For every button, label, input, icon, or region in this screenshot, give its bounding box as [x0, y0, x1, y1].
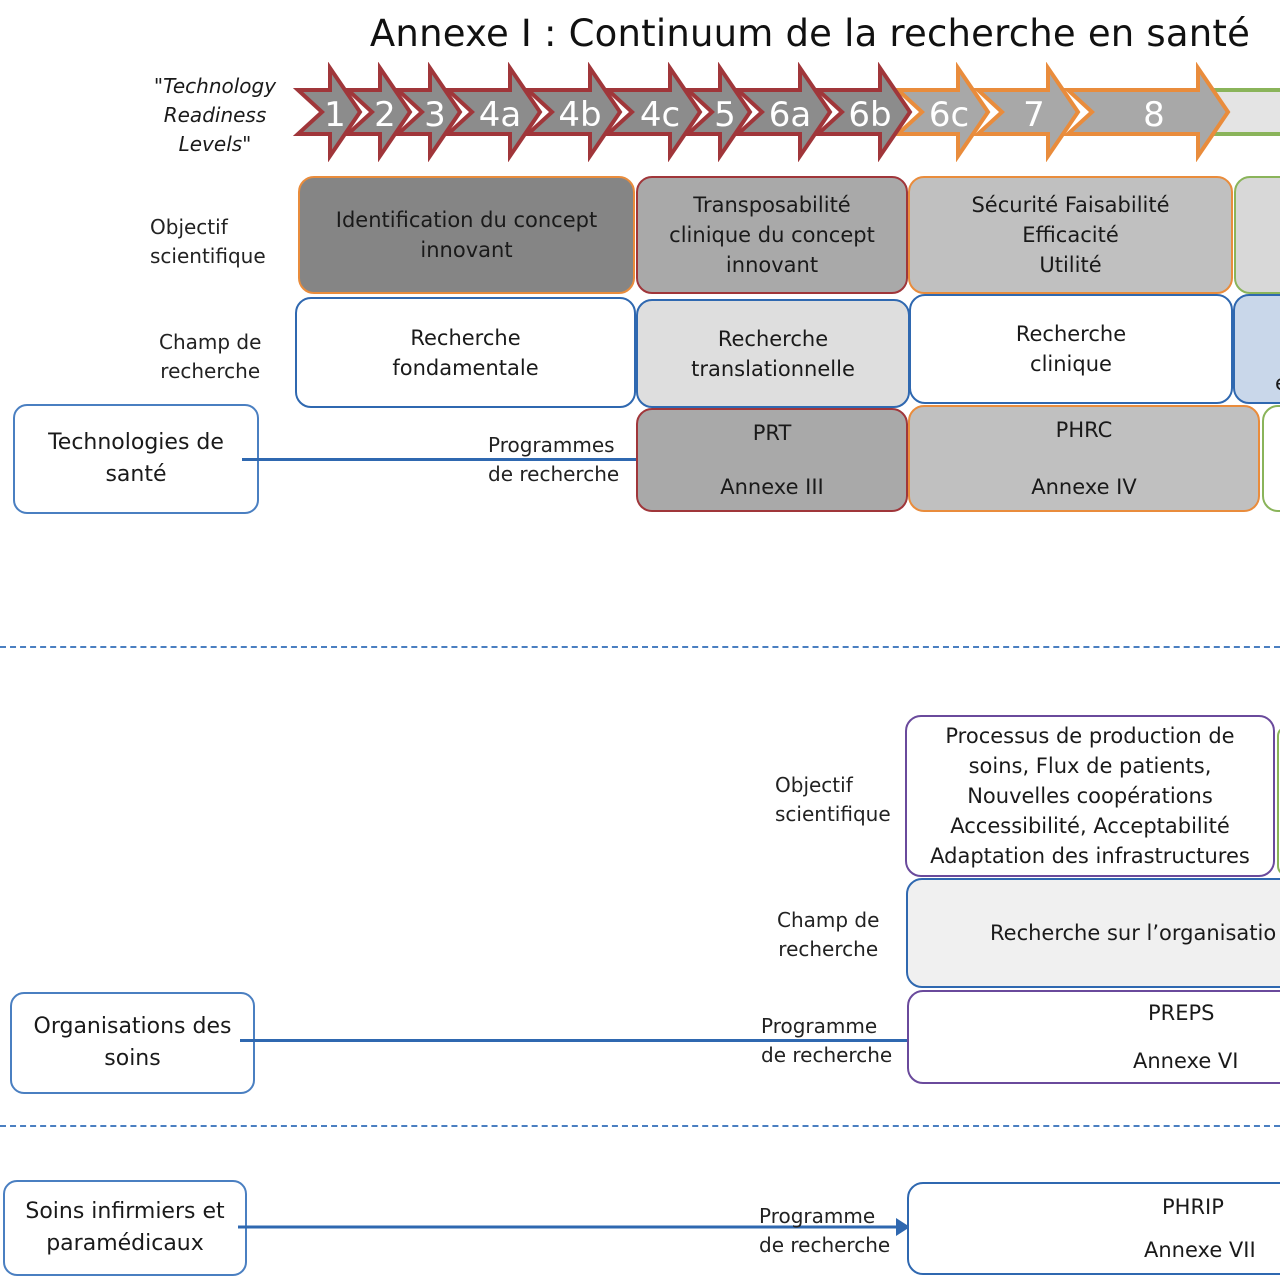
section-divider-1	[0, 646, 1280, 648]
programme-phrip: PHRIP Annexe VII	[907, 1182, 1280, 1275]
trl-arrow-6c	[892, 62, 991, 162]
objectif-next	[1234, 176, 1280, 294]
trl-step-label: 6c	[929, 95, 969, 135]
org-objectif-box: Processus de production de soins, Flux d…	[905, 715, 1275, 877]
trl-step-label: 4b	[558, 95, 601, 135]
trl-step-label: 4c	[640, 95, 680, 135]
trl-arrow-8	[1062, 62, 1231, 162]
preps-annexe: Annexe VI	[1133, 1049, 1239, 1073]
trl-step-label: 7	[1023, 95, 1045, 135]
programme-phrc: PHRC Annexe IV	[908, 405, 1260, 512]
programme-next	[1262, 405, 1280, 512]
soins-infirmiers-box: Soins infirmiers et paramédicaux	[3, 1180, 247, 1276]
trl-arrow-2	[342, 62, 413, 162]
trl-arrow-6b	[812, 62, 913, 162]
objectif-transposabilite: Transposabilité clinique du concept inno…	[636, 176, 908, 294]
preps-name: PREPS	[1148, 1001, 1215, 1025]
trl-arrow-7	[972, 62, 1081, 162]
phrip-annexe: Annexe VII	[1144, 1238, 1256, 1262]
trl-step-label: 4a	[479, 95, 521, 135]
champ-clinique: Recherche clinique	[909, 294, 1233, 404]
phrc-annexe: Annexe IV	[1031, 475, 1137, 499]
programme-prt: PRT Annexe III	[636, 408, 908, 512]
champ-translationnelle: Recherche translationnelle	[636, 299, 910, 408]
trl-arrow-6a	[732, 62, 833, 162]
champ-next-fragment: e	[1275, 368, 1280, 398]
tech-connector-line	[242, 458, 638, 461]
trl-arrow-4a	[442, 62, 543, 162]
org-champ-box: Recherche sur l’organisatio	[906, 878, 1280, 988]
soins-programme-label: Programme de recherche	[759, 1204, 891, 1257]
technologies-de-sante-box: Technologies de santé	[13, 404, 259, 514]
soins-connector-arrow	[238, 1218, 910, 1236]
champ-fondamentale: Recherche fondamentale	[295, 297, 636, 408]
trl-arrow-1	[292, 62, 363, 162]
trl-step-label: 3	[424, 95, 446, 135]
trl-arrow-4b	[522, 62, 623, 162]
org-connector-line	[240, 1039, 1280, 1042]
prt-annexe: Annexe III	[720, 475, 824, 499]
organisations-des-soins-box: Organisations des soins	[10, 992, 255, 1094]
org-champ-text: Recherche sur l’organisatio	[990, 921, 1277, 945]
trl-step-label: 2	[374, 95, 396, 135]
trl-step-label: 8	[1143, 95, 1165, 135]
trl-arrow-3	[392, 62, 463, 162]
phrip-name: PHRIP	[1162, 1195, 1224, 1219]
champ-next: e	[1233, 294, 1280, 404]
trl-label: "Technology Readiness Levels"	[153, 74, 277, 156]
org-programme-label: Programme de recherche	[761, 1014, 893, 1067]
prt-name: PRT	[752, 421, 792, 445]
objectif-securite: Sécurité Faisabilité Efficacité Utilité	[908, 176, 1233, 294]
trl-step-label: 5	[714, 95, 736, 135]
org-champ-label: Champ de recherche	[777, 908, 880, 961]
objectif-identification: Identification du concept innovant	[298, 176, 635, 294]
trl-arrow-4c	[602, 62, 703, 162]
phrc-name: PHRC	[1055, 418, 1113, 442]
trl-step-label: 6b	[848, 95, 891, 135]
trl-step-label: 6a	[769, 95, 811, 135]
org-objectif-label: Objectif scientifique	[775, 773, 891, 826]
page-title: Annexe I : Continuum de la recherche en …	[369, 12, 1251, 55]
tech-champ-label: Champ de recherche	[159, 330, 262, 383]
programme-preps: PREPS Annexe VI	[907, 990, 1280, 1084]
tech-programmes-label: Programmes de recherche	[488, 433, 620, 486]
trl-step-label: 1	[324, 95, 346, 135]
tech-objectif-label: Objectif scientifique	[150, 215, 266, 268]
trl-arrow-5	[682, 62, 753, 162]
section-divider-2	[0, 1125, 1280, 1127]
